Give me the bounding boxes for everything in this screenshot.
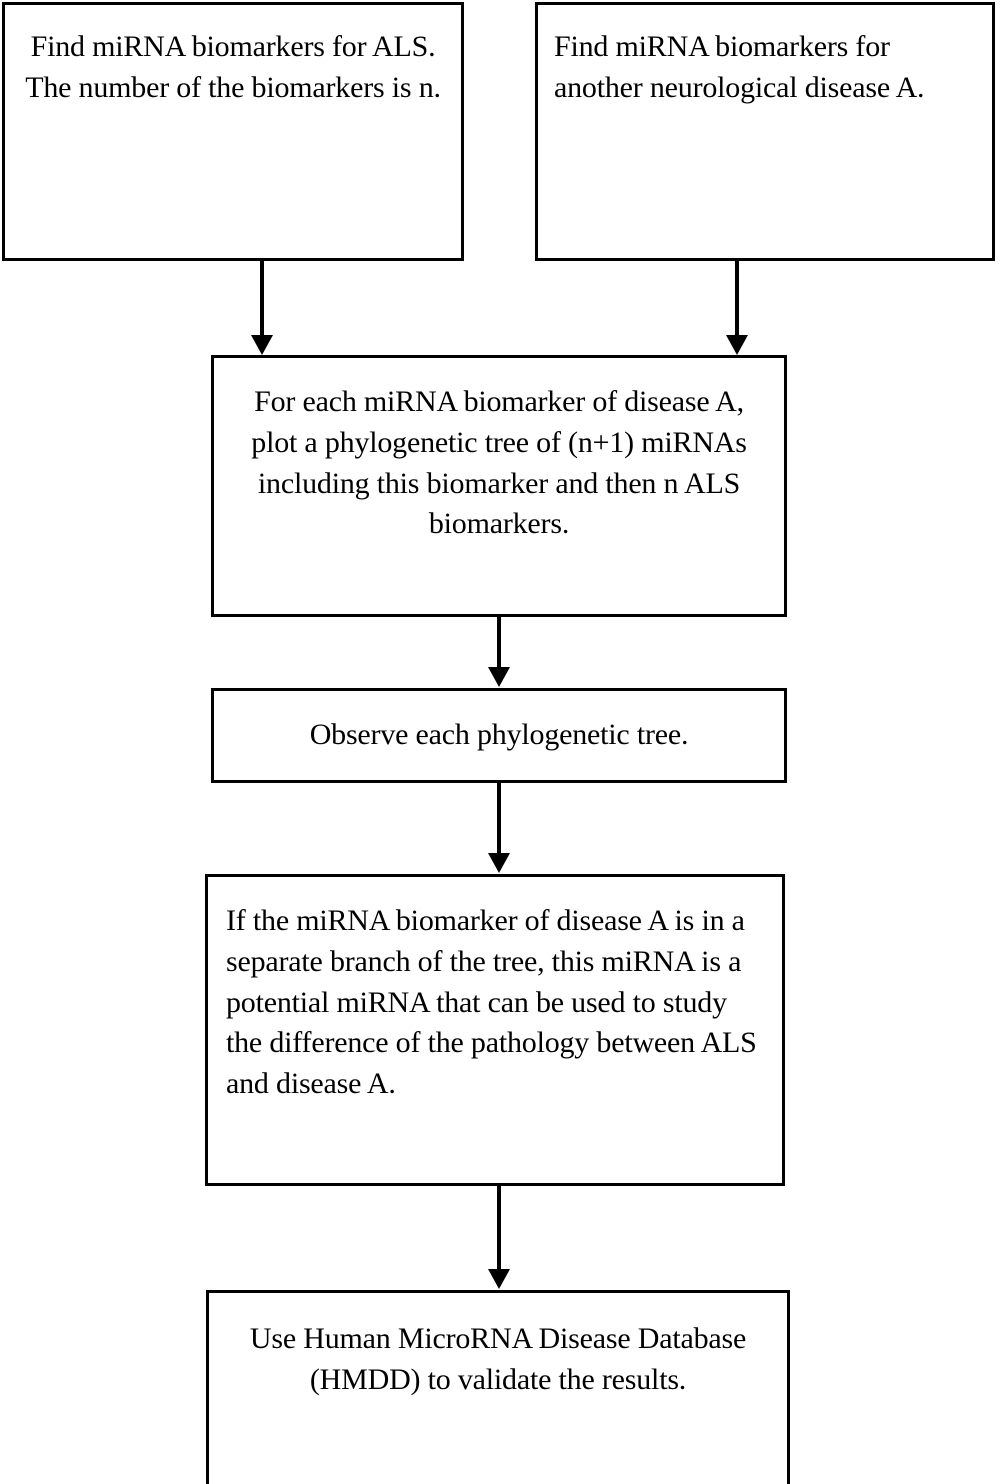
edge-line [735, 261, 739, 337]
flow-node-observe-tree[interactable]: Observe each phylogenetic tree. [211, 688, 787, 783]
flow-node-label: Find miRNA biomarkers for ALS. The numbe… [25, 30, 441, 104]
arrowhead-down-icon [488, 853, 510, 873]
flow-node-label: Find miRNA biomarkers for another neurol… [554, 30, 925, 104]
arrowhead-down-icon [488, 667, 510, 687]
edge-line [497, 617, 501, 669]
flow-node-find-als-biomarkers[interactable]: Find miRNA biomarkers for ALS. The numbe… [2, 2, 464, 261]
flow-node-separate-branch-criterion[interactable]: If the miRNA biomarker of disease A is i… [205, 874, 785, 1186]
flow-node-plot-phylogenetic-tree[interactable]: For each miRNA biomarker of disease A, p… [211, 355, 787, 617]
arrowhead-down-icon [251, 335, 273, 355]
flow-node-label: If the miRNA biomarker of disease A is i… [226, 904, 757, 1101]
edge-line [260, 261, 264, 337]
flow-node-label: Use Human MicroRNA Disease Database (HMD… [249, 1322, 747, 1396]
arrowhead-down-icon [726, 335, 748, 355]
flow-node-find-disease-a-biomarkers[interactable]: Find miRNA biomarkers for another neurol… [535, 2, 995, 261]
flow-node-label: For each miRNA biomarker of disease A, p… [251, 385, 747, 541]
edge-line [497, 1186, 501, 1271]
arrowhead-down-icon [488, 1269, 510, 1289]
edge-line [497, 783, 501, 855]
flow-node-label: Observe each phylogenetic tree. [309, 718, 689, 751]
flow-node-validate-with-hmdd[interactable]: Use Human MicroRNA Disease Database (HMD… [206, 1290, 790, 1484]
